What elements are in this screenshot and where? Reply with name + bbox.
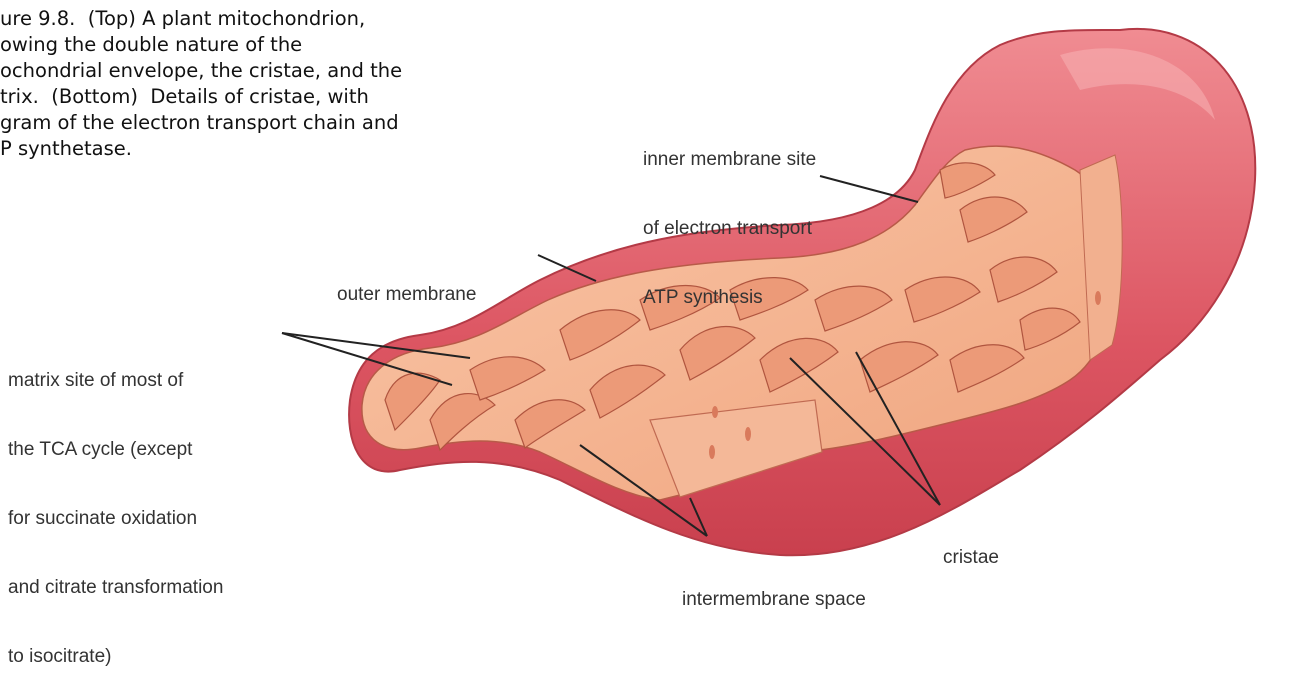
label-line: intermembrane space <box>682 588 866 611</box>
label-line: to isocitrate) <box>8 645 223 668</box>
label-line: and citrate transformation <box>8 576 223 599</box>
label-line: ATP synthesis <box>643 286 816 309</box>
label-line: cristae <box>943 546 999 569</box>
pore <box>1095 291 1101 305</box>
label-line: the TCA cycle (except <box>8 438 223 461</box>
label-line: inner membrane site <box>643 148 816 171</box>
label-intermembrane: intermembrane space <box>682 542 866 634</box>
label-inner-membrane: inner membrane site of electron transpor… <box>643 102 816 332</box>
label-line: for succinate oxidation <box>8 507 223 530</box>
label-line: matrix site of most of <box>8 369 223 392</box>
label-line: outer membrane <box>337 283 476 306</box>
label-line: of electron transport <box>643 217 816 240</box>
pore <box>712 406 718 418</box>
pore <box>709 445 715 459</box>
label-outer-membrane: outer membrane <box>337 237 476 329</box>
pore <box>745 427 751 441</box>
label-matrix: matrix site of most of the TCA cycle (ex… <box>8 323 223 691</box>
label-cristae: cristae <box>943 500 999 592</box>
